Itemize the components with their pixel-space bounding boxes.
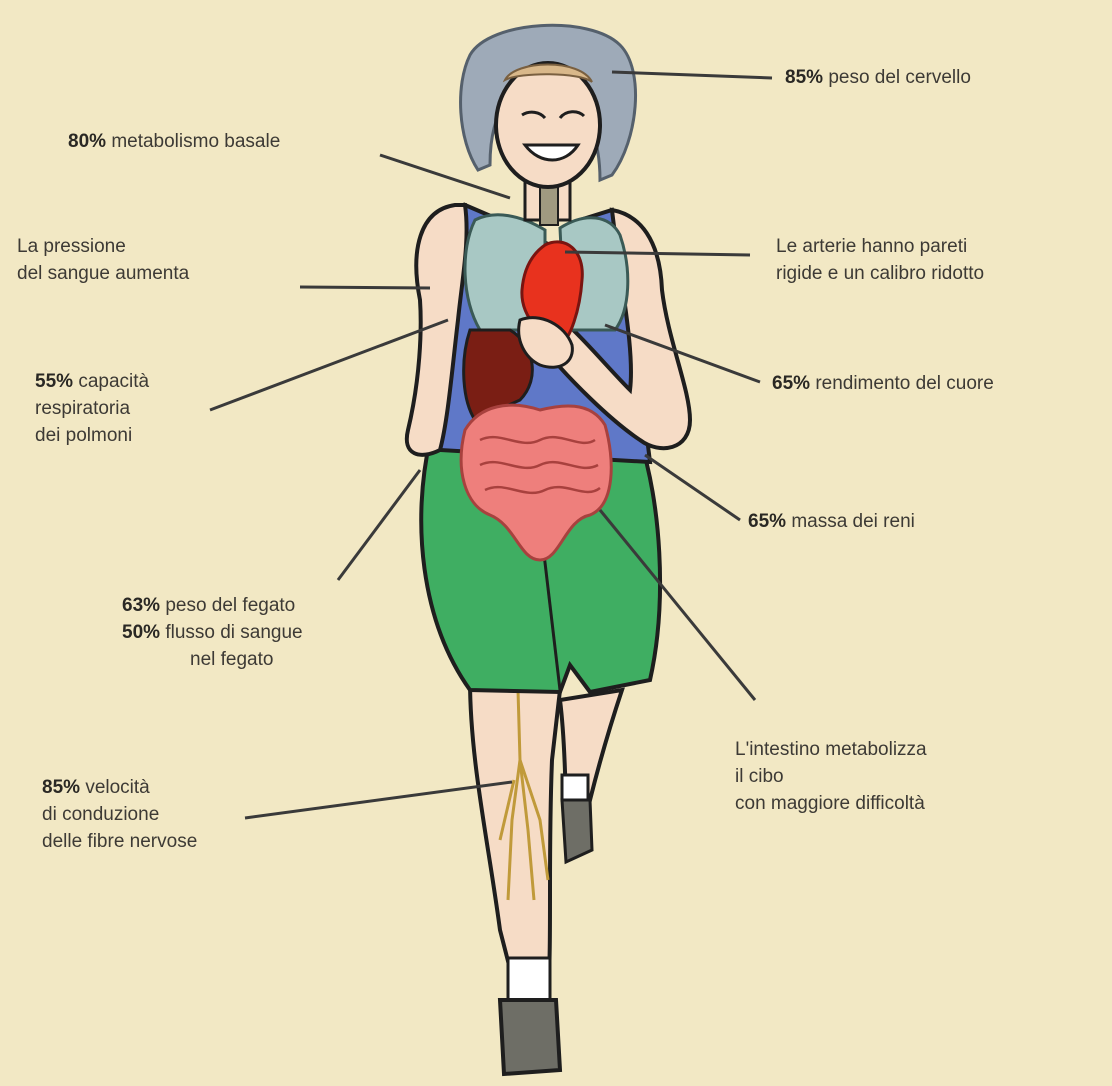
left-shoe xyxy=(562,800,592,862)
legs xyxy=(470,680,622,1074)
metabolism-text: metabolismo basale xyxy=(111,131,280,152)
kidneys-pct: 65% xyxy=(748,511,786,532)
face xyxy=(496,63,600,187)
nerves-line3: delle fibre nervose xyxy=(42,828,197,855)
heart-label: 65% rendimento del cuore xyxy=(772,370,994,397)
intestine-label: L'intestino metabolizza il cibo con magg… xyxy=(735,736,927,817)
arteries-line2: rigide e un calibro ridotto xyxy=(776,260,984,287)
heart-pct: 65% xyxy=(772,373,810,394)
pressure-line2: del sangue aumenta xyxy=(17,260,189,287)
right-shoe xyxy=(500,1000,560,1074)
liver-text1: peso del fegato xyxy=(165,595,295,616)
nerves-label: 85% velocità di conduzione delle fibre n… xyxy=(42,774,197,855)
metabolism-label: 80% metabolismo basale xyxy=(68,128,280,155)
liver-pct1: 63% xyxy=(122,595,160,616)
kidneys-label: 65% massa dei reni xyxy=(748,508,915,535)
lungs-line2: respiratoria xyxy=(35,395,149,422)
metabolism-pct: 80% xyxy=(68,131,106,152)
nerves-pct: 85% xyxy=(42,777,80,798)
liver-label: 63% peso del fegato 50% flusso di sangue… xyxy=(122,592,303,673)
brain-text: peso del cervello xyxy=(828,67,971,88)
arteries-line1: Le arterie hanno pareti xyxy=(776,233,984,260)
nerves-line2: di conduzione xyxy=(42,801,197,828)
arteries-label: Le arterie hanno pareti rigide e un cali… xyxy=(776,233,984,287)
heart-text: rendimento del cuore xyxy=(815,373,994,394)
brain-label: 85% peso del cervello xyxy=(785,64,971,91)
intestine-line2: il cibo xyxy=(735,763,927,790)
lungs-line1: capacità xyxy=(78,371,149,392)
pressure-label: La pressione del sangue aumenta xyxy=(17,233,189,287)
lungs-label: 55% capacità respiratoria dei polmoni xyxy=(35,368,149,449)
right-sock xyxy=(508,958,550,1003)
pressure-line1: La pressione xyxy=(17,233,189,260)
liver-text2: flusso di sangue xyxy=(165,622,302,643)
nerves-line1: velocità xyxy=(85,777,149,798)
liver-pct2: 50% xyxy=(122,622,160,643)
intestine-line3: con maggiore difficoltà xyxy=(735,790,927,817)
intestine-line1: L'intestino metabolizza xyxy=(735,736,927,763)
lungs-pct: 55% xyxy=(35,371,73,392)
left-sock xyxy=(562,775,588,800)
lungs-line3: dei polmoni xyxy=(35,422,149,449)
kidneys-text: massa dei reni xyxy=(791,511,915,532)
right-leg xyxy=(470,680,560,1000)
liver-text3: nel fegato xyxy=(122,646,303,673)
brain-pct: 85% xyxy=(785,67,823,88)
